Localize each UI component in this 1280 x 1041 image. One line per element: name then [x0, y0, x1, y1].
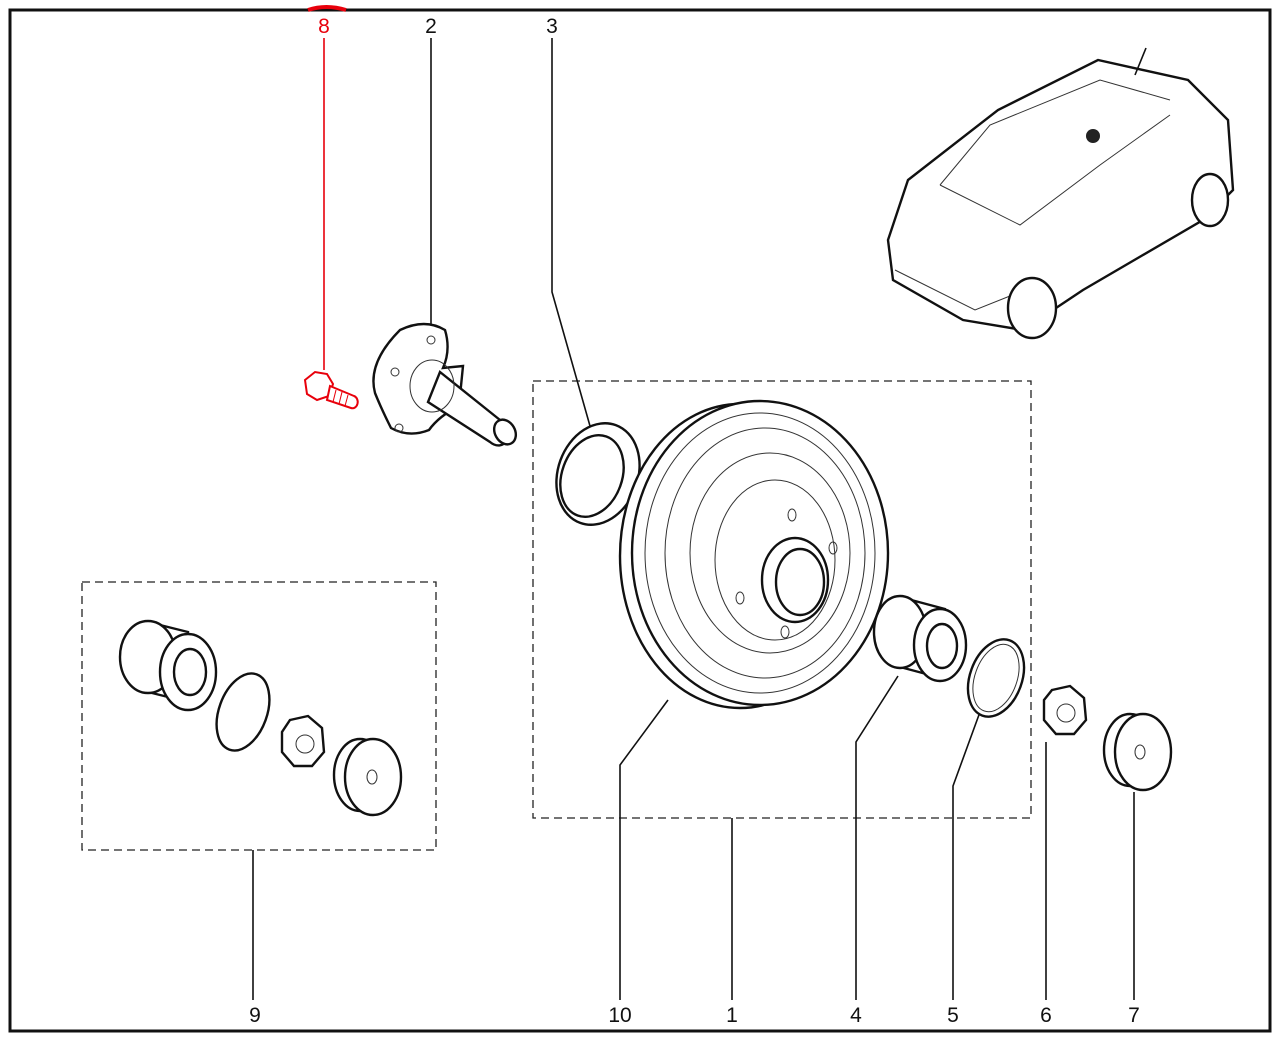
callout-8[interactable]: 8 [318, 15, 330, 38]
callout-6[interactable]: 6 [1040, 1004, 1052, 1027]
part-10-brake-drum[interactable] [618, 399, 890, 710]
part-4-bearing[interactable] [872, 594, 968, 683]
leader-lines [252, 38, 1135, 1000]
part-7-hub-cap[interactable] [1102, 712, 1173, 792]
callout-3[interactable]: 3 [546, 15, 558, 38]
diagram-frame [8, 8, 1272, 1033]
part-2-axle[interactable] [372, 322, 520, 448]
part-9-bearing-kit[interactable] [118, 619, 403, 817]
part-5-snap-ring[interactable] [958, 632, 1034, 725]
callout-7[interactable]: 7 [1128, 1004, 1140, 1027]
callout-1[interactable]: 1 [726, 1004, 738, 1027]
part-8-bolt[interactable] [303, 370, 359, 410]
group-box-drum [532, 380, 1032, 819]
selection-marker [307, 5, 347, 12]
callout-9[interactable]: 9 [249, 1004, 261, 1027]
part-3-seal[interactable] [543, 411, 654, 536]
callout-labels: 8 2 3 9 10 1 4 5 6 7 [249, 15, 1140, 1027]
part-6-nut[interactable] [1042, 684, 1088, 736]
callout-4[interactable]: 4 [850, 1004, 862, 1027]
vehicle-location-illustration [886, 47, 1235, 340]
callout-2[interactable]: 2 [425, 15, 437, 38]
group-box-bearing-kit [81, 581, 437, 851]
callout-10[interactable]: 10 [608, 1004, 631, 1027]
callout-5[interactable]: 5 [947, 1004, 959, 1027]
